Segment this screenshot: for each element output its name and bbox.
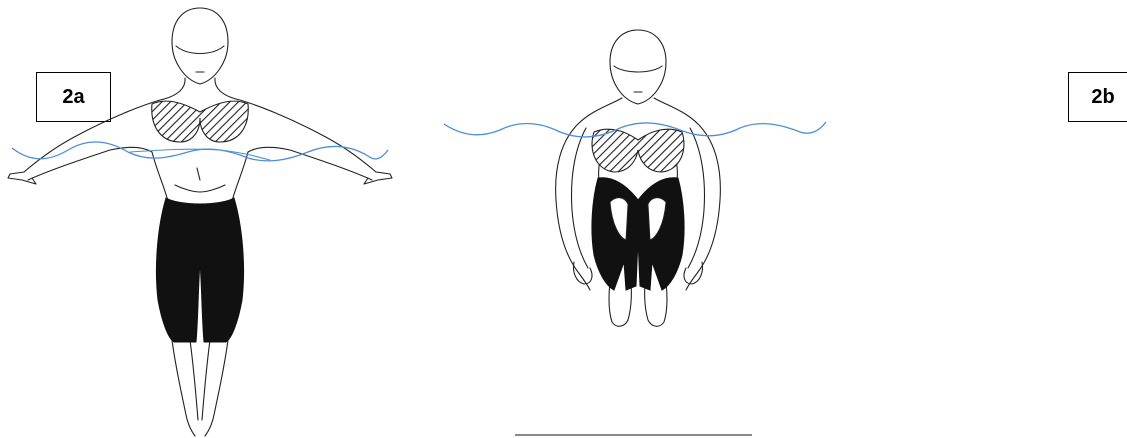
tucked-swimmer-figure xyxy=(556,30,721,326)
water-surface-right xyxy=(444,122,826,137)
head-outline xyxy=(610,30,666,104)
head-outline xyxy=(172,8,228,84)
water-surface-left xyxy=(12,142,388,161)
swimsuit-top-left xyxy=(152,101,249,142)
swim-shorts-right xyxy=(592,178,684,290)
swimsuit-top-right xyxy=(592,129,684,172)
swim-shorts-left xyxy=(156,198,243,342)
